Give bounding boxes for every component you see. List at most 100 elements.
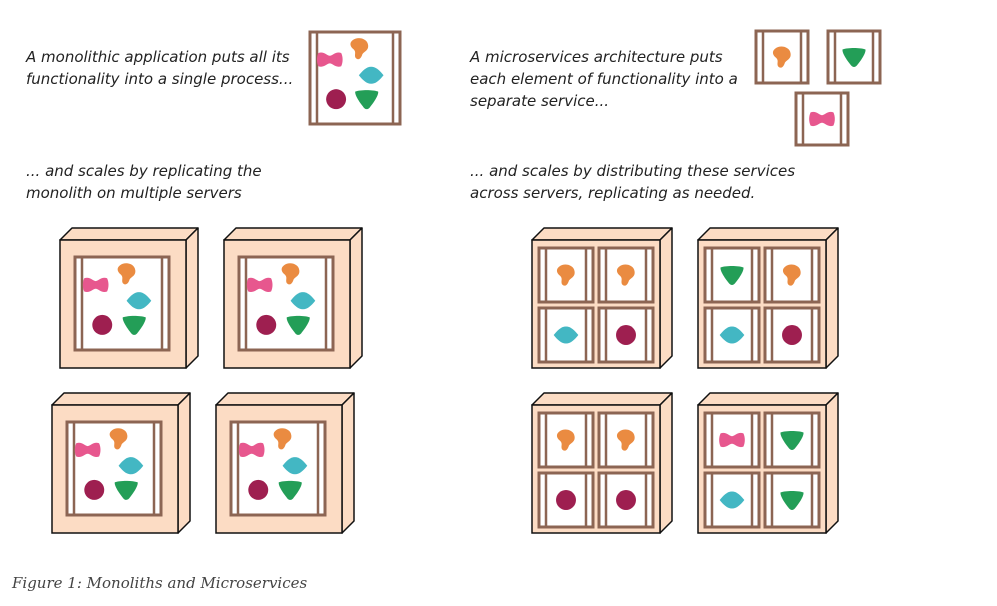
teal-diamond-shape xyxy=(290,292,316,310)
teal-diamond-mark xyxy=(719,491,745,509)
pink-bowtie-shape xyxy=(74,442,101,457)
micro-scale-caption: ... and scales by distributing these ser… xyxy=(470,160,795,204)
micro-service-orange-blob-frame xyxy=(597,411,655,469)
pink-bowtie-mark xyxy=(719,432,745,448)
maroon-circle-shape xyxy=(248,479,269,500)
green-triangle-shape xyxy=(286,315,310,335)
orange-blob-mark xyxy=(117,263,136,285)
pink-bowtie-shape xyxy=(246,277,273,292)
orange-blob-shape xyxy=(117,263,136,285)
green-triangle-shape xyxy=(114,480,138,500)
orange-blob-mark xyxy=(273,428,292,450)
teal-diamond-shape xyxy=(719,326,745,344)
micro-service-orange-blob-frame xyxy=(597,246,655,304)
caption-line: each element of functionality into a xyxy=(470,70,738,88)
teal-diamond-mark xyxy=(553,326,579,344)
green-triangle-mark xyxy=(114,480,138,500)
green-triangle-mark xyxy=(122,315,146,335)
orange-blob-shape xyxy=(281,263,300,285)
maroon-circle-shape xyxy=(556,490,576,510)
micro-service-teal-diamond xyxy=(703,306,761,364)
single-service-orange-blob xyxy=(754,29,810,85)
teal-diamond-mark xyxy=(282,457,308,475)
pink-bowtie-mark xyxy=(238,442,265,457)
monolith-server-3-side-face xyxy=(177,392,191,534)
micro-service-orange-blob-frame xyxy=(537,246,595,304)
maroon-circle-shape xyxy=(326,89,347,110)
green-triangle-shape xyxy=(278,480,302,500)
orange-blob-shape xyxy=(616,429,635,451)
micro-server-2-side-face xyxy=(825,227,839,369)
monolith-server-4-side-face xyxy=(341,392,355,534)
pink-bowtie-shape xyxy=(809,111,835,127)
caption-line: across servers, replicating as needed. xyxy=(470,184,756,202)
orange-blob-mark xyxy=(109,428,128,450)
maroon-circle-mark xyxy=(616,490,636,510)
monolith-server-4-top-face xyxy=(215,392,355,406)
orange-blob-shape xyxy=(556,429,575,451)
maroon-circle-shape xyxy=(616,490,636,510)
monolith-server-2-side-face xyxy=(349,227,363,369)
orange-blob-mark xyxy=(350,38,369,60)
green-triangle-shape xyxy=(780,490,804,510)
pink-bowtie-mark xyxy=(246,277,273,292)
teal-diamond-shape xyxy=(118,457,144,475)
micro-server-4-top-face xyxy=(697,392,839,406)
micro-server-3-top-face xyxy=(531,392,673,406)
teal-diamond-mark xyxy=(358,66,384,84)
green-triangle-shape xyxy=(720,265,744,285)
single-service-orange-blob-frame xyxy=(754,29,810,85)
maroon-circle-mark xyxy=(556,490,576,510)
orange-blob-shape xyxy=(556,264,575,286)
pink-bowtie-mark xyxy=(74,442,101,457)
pink-bowtie-mark xyxy=(809,111,835,127)
pink-bowtie-shape xyxy=(238,442,265,457)
orange-blob-shape xyxy=(109,428,128,450)
teal-diamond-shape xyxy=(282,457,308,475)
teal-diamond-shape xyxy=(719,491,745,509)
orange-blob-shape xyxy=(350,38,369,60)
figure-caption: Figure 1: Monoliths and Microservices xyxy=(12,574,308,592)
green-triangle-shape xyxy=(780,430,804,450)
micro-server-3-side-face xyxy=(659,392,673,534)
caption-line: ... and scales by replicating the xyxy=(26,162,262,180)
monolith-server-1-side-face xyxy=(185,227,199,369)
maroon-circle-mark xyxy=(256,314,277,335)
caption-line: monolith on multiple servers xyxy=(26,184,242,202)
orange-blob-mark xyxy=(616,429,635,451)
maroon-circle-mark xyxy=(84,479,105,500)
monolith-server-3-top-face xyxy=(51,392,191,406)
micro-service-orange-blob xyxy=(537,246,595,304)
green-triangle-shape xyxy=(122,315,146,335)
maroon-circle-mark xyxy=(616,325,636,345)
orange-blob-mark xyxy=(616,264,635,286)
maroon-circle-mark xyxy=(326,89,347,110)
teal-diamond-shape xyxy=(553,326,579,344)
maroon-circle-shape xyxy=(782,325,802,345)
green-triangle-shape xyxy=(842,47,866,67)
monolith-scale-caption: ... and scales by replicating the monoli… xyxy=(26,160,262,204)
orange-blob-mark xyxy=(772,46,791,68)
orange-blob-shape xyxy=(616,264,635,286)
maroon-circle-mark xyxy=(92,314,113,335)
orange-blob-mark xyxy=(782,264,801,286)
green-triangle-mark xyxy=(720,265,744,285)
pink-bowtie-shape xyxy=(82,277,109,292)
micro-service-orange-blob xyxy=(597,246,655,304)
green-triangle-mark xyxy=(278,480,302,500)
micro-server-4-side-face xyxy=(825,392,839,534)
pink-bowtie-mark xyxy=(316,52,343,67)
orange-blob-mark xyxy=(281,263,300,285)
caption-line: functionality into a single process... xyxy=(26,70,294,88)
teal-diamond-shape xyxy=(358,66,384,84)
maroon-circle-shape xyxy=(616,325,636,345)
monolith-server-1-top-face xyxy=(59,227,199,241)
orange-blob-shape xyxy=(273,428,292,450)
teal-diamond-mark xyxy=(719,326,745,344)
monolith-server-2-top-face xyxy=(223,227,363,241)
green-triangle-mark xyxy=(842,47,866,67)
maroon-circle-mark xyxy=(248,479,269,500)
micro-service-orange-blob xyxy=(597,411,655,469)
pink-bowtie-mark xyxy=(82,277,109,292)
pink-bowtie-shape xyxy=(719,432,745,448)
